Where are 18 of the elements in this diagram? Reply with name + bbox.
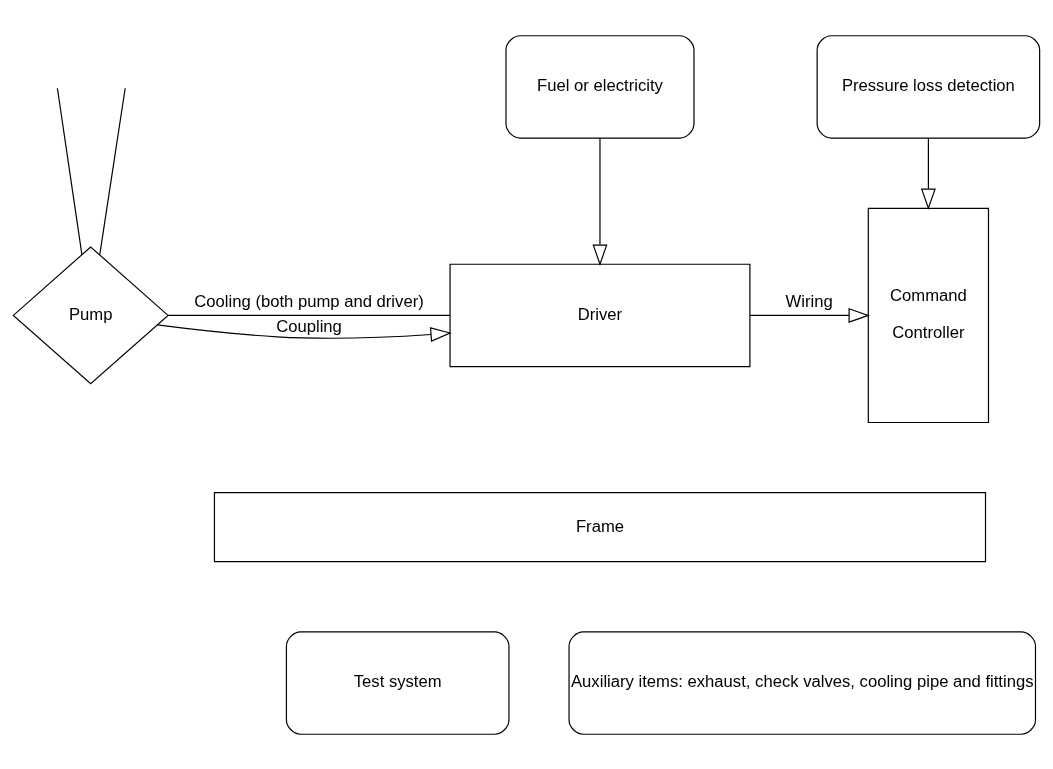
connector: [99, 87, 126, 255]
node-box: Pressure loss detection: [816, 34, 1041, 139]
arrow: [920, 137, 936, 210]
connector: [56, 87, 83, 255]
edge-label: Coupling: [276, 316, 342, 336]
edge-label: Cooling (both pump and driver): [194, 291, 424, 311]
node-box: Test system: [285, 630, 510, 735]
node-box: Frame: [213, 491, 987, 562]
arrow: [592, 137, 608, 266]
node-box: Command Controller: [867, 207, 990, 423]
node-box: Fuel or electricity: [505, 34, 695, 139]
node-diamond: Pump: [12, 245, 169, 385]
arrow: [749, 307, 870, 323]
connector: [167, 314, 451, 316]
node-box: Driver: [449, 263, 751, 367]
arrow: [156, 323, 452, 342]
edge-label: Wiring: [785, 291, 833, 311]
node-box: Auxiliary items: exhaust, check valves, cooling pipe and fittings: [568, 630, 1037, 735]
